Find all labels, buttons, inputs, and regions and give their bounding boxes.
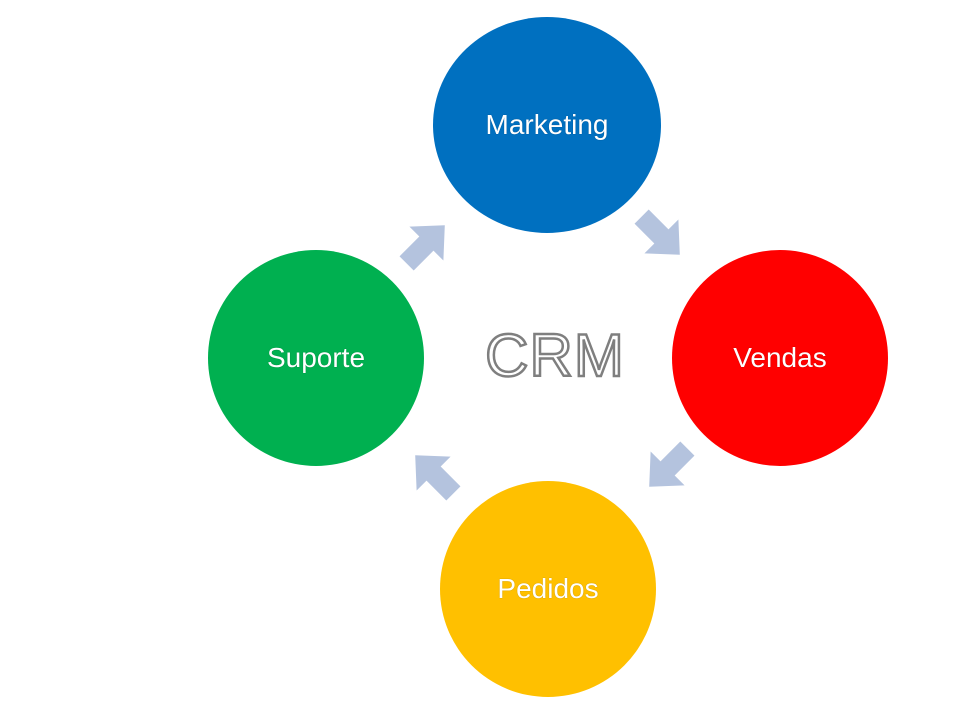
node-vendas: Vendas — [672, 250, 888, 466]
node-vendas-label: Vendas — [733, 342, 827, 373]
arrow-vendas-to-pedidos-icon — [637, 435, 701, 499]
node-pedidos: Pedidos — [440, 481, 656, 697]
center-crm-label: CRM — [484, 320, 625, 390]
node-marketing: Marketing — [433, 17, 661, 233]
arrow-marketing-to-vendas-icon — [628, 203, 692, 267]
node-suporte: Suporte — [208, 250, 424, 466]
node-marketing-label: Marketing — [485, 109, 609, 140]
arrow-pedidos-to-suporte-icon — [403, 443, 467, 507]
node-suporte-label: Suporte — [266, 342, 366, 373]
arrow-suporte-to-marketing-icon — [393, 213, 457, 277]
node-pedidos-label: Pedidos — [497, 573, 599, 604]
